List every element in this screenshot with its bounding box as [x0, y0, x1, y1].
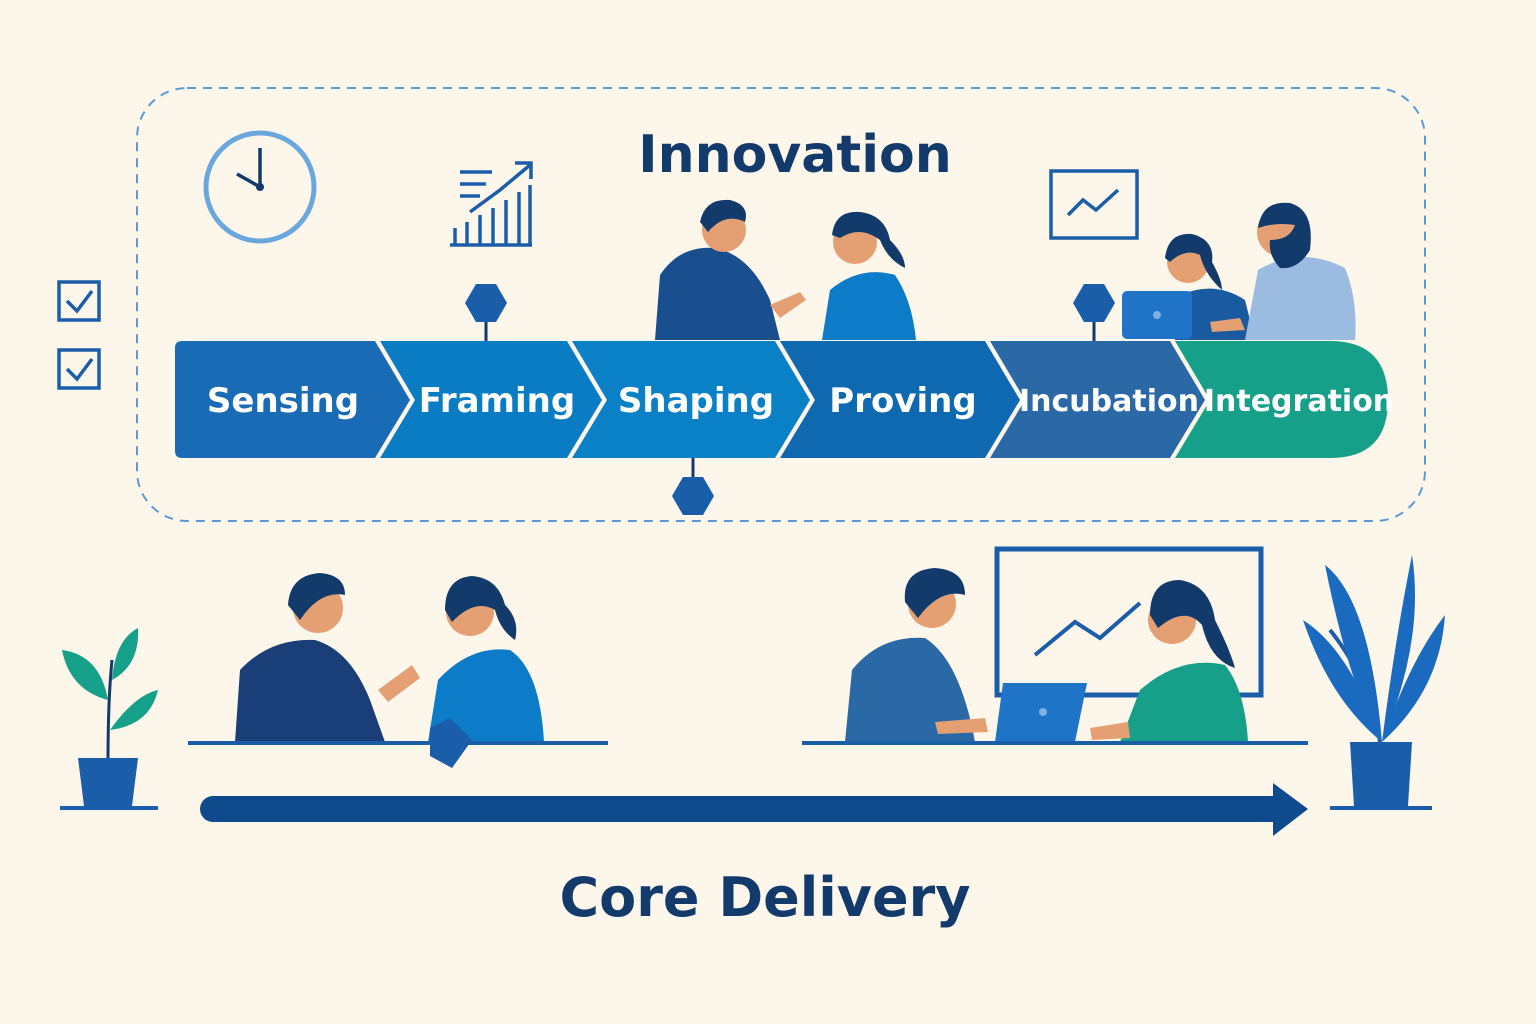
hexagon-milestone-icon — [672, 458, 714, 515]
stage-shaping[interactable]: Shaping — [572, 341, 810, 458]
growth-chart-icon — [450, 161, 533, 247]
arrow-icon — [200, 783, 1308, 836]
hexagon-milestone-icon — [1073, 284, 1115, 341]
stage-label: Shaping — [618, 381, 774, 421]
innovation-title: Innovation — [638, 125, 952, 185]
stage-integration[interactable]: Integration — [1175, 341, 1394, 458]
core-delivery-title: Core Delivery — [560, 866, 971, 929]
laptop-icon — [995, 683, 1087, 742]
stage-chevrons: Sensing Framing Shaping Proving Incubati… — [175, 341, 1394, 458]
person-illustration — [1210, 202, 1356, 340]
stage-incubation[interactable]: Incubation — [990, 341, 1205, 458]
hexagon-milestone-icon — [465, 284, 507, 341]
stage-framing[interactable]: Framing — [380, 341, 602, 458]
stage-label: Sensing — [207, 381, 359, 421]
stage-sensing[interactable]: Sensing — [175, 341, 410, 458]
person-illustration — [845, 568, 988, 742]
stage-proving[interactable]: Proving — [780, 341, 1020, 458]
stage-label: Framing — [419, 381, 575, 421]
person-illustration — [822, 211, 916, 340]
stage-label: Integration — [1204, 384, 1394, 419]
stage-label: Proving — [829, 381, 976, 421]
clock-icon — [203, 130, 317, 244]
stage-label: Incubation — [1019, 384, 1199, 419]
person-illustration — [1090, 580, 1248, 742]
person-illustration — [655, 199, 806, 340]
checkbox-icon — [57, 348, 101, 390]
person-illustration — [428, 576, 544, 768]
line-chart-icon — [1049, 169, 1139, 240]
checkbox-icon — [57, 280, 101, 322]
person-illustration — [235, 573, 420, 742]
plant-icon — [1303, 555, 1445, 810]
innovation-boundary — [136, 87, 1426, 522]
plant-icon — [60, 628, 158, 810]
